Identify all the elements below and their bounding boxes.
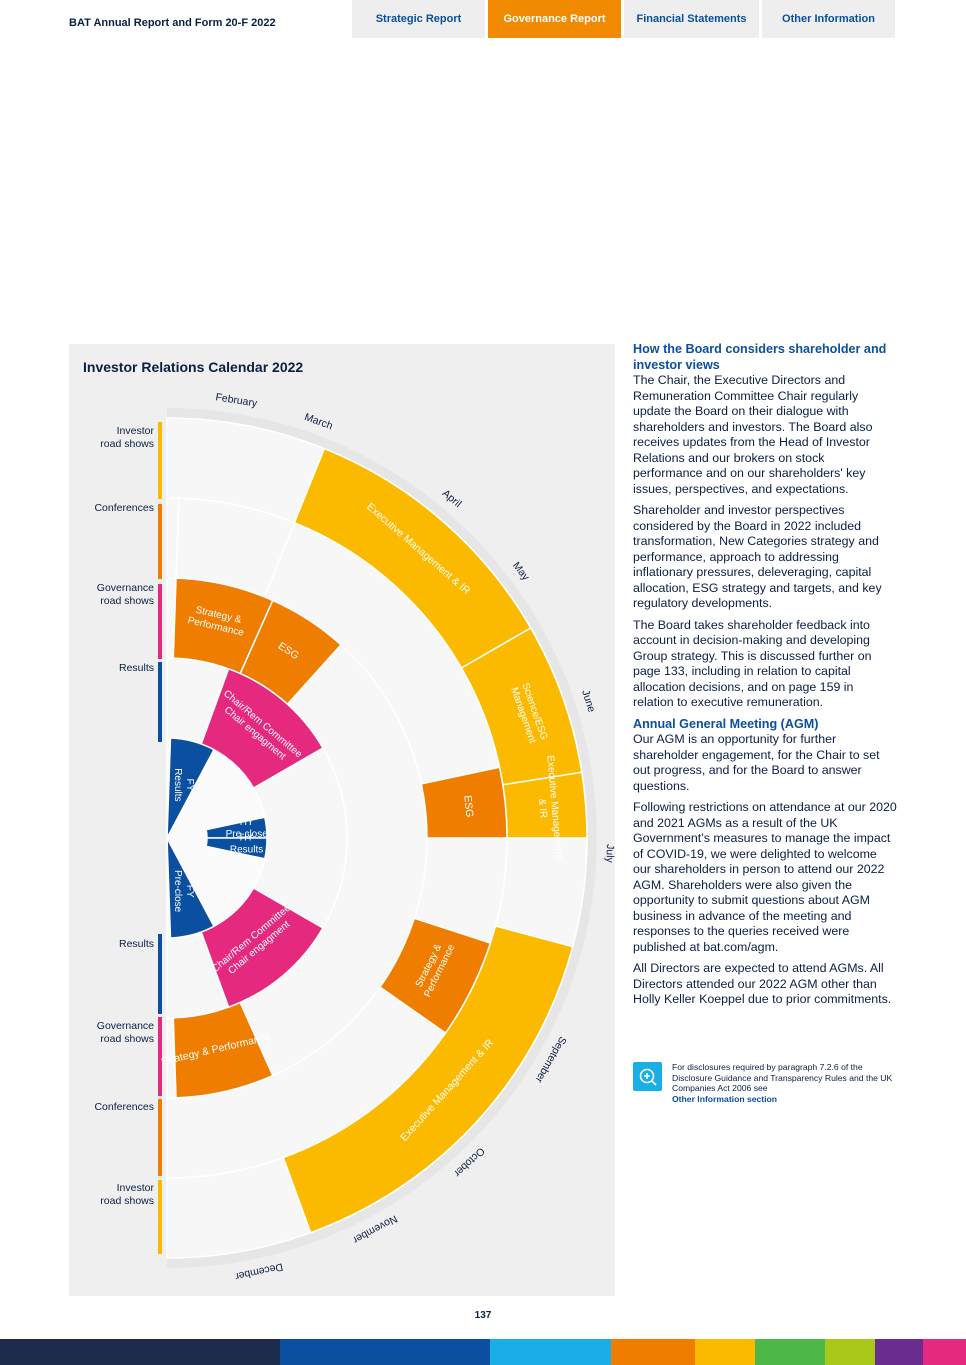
calendar-title: Investor Relations Calendar 2022 [83,359,304,375]
heading-shareholder-views: How the Board considers shareholder and … [633,342,887,372]
segment-strategy-sept [378,917,492,1035]
row-indicator-bar [158,1099,162,1176]
row-label: Results [119,938,154,950]
row-indicator-bar [158,504,162,579]
disclosure-note: For disclosures required by paragraph 7.… [633,1062,897,1104]
heading-agm: Annual General Meeting (AGM) [633,716,819,731]
row-indicator-bar [158,1180,162,1254]
tab-financial-statements[interactable]: Financial Statements [624,0,759,38]
footer-bar-segment [923,1339,966,1365]
other-information-link[interactable]: Other Information section [672,1093,778,1104]
segment-fy-preclose [166,837,215,939]
paragraph: Our AGM is an opportunity for further sh… [633,732,880,793]
segment-chair-rem-bottom [200,886,324,1009]
paragraph: Following restrictions on attendance at … [633,800,897,954]
row-indicator-bar [158,584,162,659]
segment-label: FYResults [172,768,195,801]
month-label: February [215,391,259,410]
segment-label: ESG [461,795,475,818]
month-label: December [234,1260,284,1282]
footer-bar-segment [280,1339,490,1365]
segment-fy-results [166,737,215,839]
month-label: May [510,560,532,584]
month-label: June [579,688,597,714]
footer-bar-segment [490,1339,611,1365]
month-label: July [603,844,615,864]
row-label: Conferences [94,1101,154,1113]
tab-other-information[interactable]: Other Information [762,0,895,38]
row-label: Conferences [94,502,154,514]
footer-color-bar [0,1339,966,1365]
month-label: April [440,487,464,510]
footer-bar-segment [825,1339,875,1365]
paragraph: The Board takes shareholder feedback int… [633,617,872,710]
segment-label: FYPre-close [172,870,195,913]
month-label: March [303,411,335,432]
footer-bar-segment [0,1339,280,1365]
document-title: BAT Annual Report and Form 20-F 2022 [69,17,276,29]
segment-hy-results [205,837,268,860]
row-indicator-bar [158,934,162,1014]
note-text: For disclosures required by paragraph 7.… [672,1062,893,1093]
footer-bar-segment [611,1339,695,1365]
footer-bar-segment [695,1339,755,1365]
segment-chair-rem-top [200,667,324,790]
article-column: How the Board considers shareholder and … [633,342,897,1014]
tab-governance-report[interactable]: Governance Report [488,0,621,38]
investor-calendar-panel: Investor Relations Calendar 2022 Investo… [69,344,615,1296]
section-tabs: Strategic Report Governance Report Finan… [352,0,895,38]
paragraph: All Directors are expected to attend AGM… [633,961,892,1006]
row-label: Results [119,662,154,674]
row-indicator-bar [158,422,162,499]
row-indicator-bar [158,1017,162,1096]
segment-esg-mid [420,766,508,839]
zoom-plus-icon [633,1062,662,1091]
segment-strategy-bottom [172,1001,274,1099]
row-indicator-bar [158,662,162,742]
tab-strategic-report[interactable]: Strategic Report [352,0,485,38]
footer-bar-segment [875,1339,923,1365]
footer-bar-segment [755,1339,825,1365]
page-number: 137 [474,1310,492,1321]
paragraph: Shareholder and investor perspectives co… [633,503,882,610]
paragraph: The Chair, the Executive Directors and R… [633,373,873,496]
